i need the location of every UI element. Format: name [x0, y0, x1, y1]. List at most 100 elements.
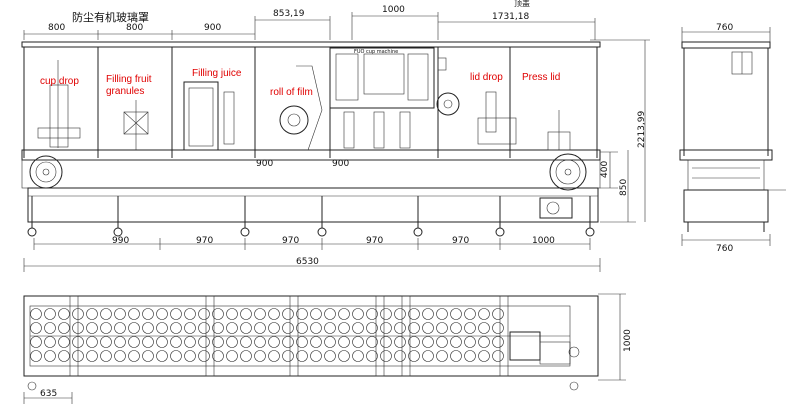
cup-pocket	[380, 322, 392, 334]
cup-pocket	[100, 336, 112, 348]
cup-pocket	[478, 350, 490, 362]
cup-pocket	[366, 336, 378, 348]
cup-grid	[30, 308, 504, 362]
cup-pocket	[156, 350, 168, 362]
cup-pocket	[464, 350, 476, 362]
dim-990: 990	[112, 236, 129, 246]
station-label-fruit: Filling fruit granules	[106, 74, 154, 97]
cup-pocket	[352, 308, 364, 320]
cup-pocket	[226, 350, 238, 362]
cup-pocket	[464, 336, 476, 348]
cup-pocket	[268, 350, 280, 362]
cup-pocket	[184, 322, 196, 334]
cup-pocket	[128, 350, 140, 362]
cup-pocket	[86, 350, 98, 362]
dim-400: 400	[600, 161, 610, 178]
cup-pocket	[212, 322, 224, 334]
cup-pocket	[30, 322, 42, 334]
cup-pocket	[58, 322, 70, 334]
dim-635: 635	[40, 389, 57, 399]
cup-pocket	[170, 350, 182, 362]
cup-pocket	[296, 322, 308, 334]
cup-pocket	[436, 350, 448, 362]
dim-1731: 1731,18	[492, 12, 529, 22]
cup-pocket	[184, 350, 196, 362]
cup-pocket	[366, 350, 378, 362]
dim-970-d: 970	[452, 236, 469, 246]
cup-pocket	[198, 350, 210, 362]
cup-pocket	[422, 322, 434, 334]
cup-pocket	[240, 336, 252, 348]
cup-pocket	[478, 308, 490, 320]
cup-pocket	[436, 322, 448, 334]
cup-pocket	[422, 308, 434, 320]
cup-pocket	[240, 308, 252, 320]
cup-pocket	[492, 322, 504, 334]
cup-pocket	[226, 336, 238, 348]
dim-1000-plan: 1000	[623, 329, 633, 352]
cup-pocket	[310, 350, 322, 362]
station-label-press-lid: Press lid	[522, 72, 560, 83]
cup-pocket	[436, 336, 448, 348]
cup-pocket	[492, 308, 504, 320]
cup-pocket	[44, 322, 56, 334]
dim-900-mid-left: 900	[256, 159, 273, 169]
cup-pocket	[464, 322, 476, 334]
cup-pocket	[142, 308, 154, 320]
cup-pocket	[156, 308, 168, 320]
cup-pocket	[380, 336, 392, 348]
cup-pocket	[142, 336, 154, 348]
cup-pocket	[86, 308, 98, 320]
cup-pocket	[58, 336, 70, 348]
plan-view	[23, 293, 626, 404]
cup-pocket	[324, 308, 336, 320]
dim-6530: 6530	[296, 257, 319, 267]
dim-853: 853,19	[273, 9, 305, 19]
cup-pocket	[58, 308, 70, 320]
top-dimension-lines	[23, 12, 596, 40]
cup-pocket	[380, 350, 392, 362]
cup-pocket	[142, 350, 154, 362]
cup-pocket	[338, 350, 350, 362]
cup-pocket	[268, 308, 280, 320]
cup-pocket	[240, 322, 252, 334]
cup-pocket	[338, 336, 350, 348]
cup-pocket	[310, 308, 322, 320]
cup-pocket	[352, 336, 364, 348]
cup-pocket	[310, 336, 322, 348]
cup-pocket	[86, 322, 98, 334]
cup-pocket	[268, 322, 280, 334]
cup-pocket	[100, 308, 112, 320]
cup-pocket	[254, 350, 266, 362]
cup-pocket	[44, 308, 56, 320]
cup-pocket	[310, 322, 322, 334]
cup-pocket	[408, 308, 420, 320]
cup-pocket	[394, 322, 406, 334]
cup-pocket	[212, 336, 224, 348]
cup-pocket	[282, 336, 294, 348]
cup-pocket	[324, 322, 336, 334]
cup-pocket	[422, 336, 434, 348]
cup-pocket	[464, 308, 476, 320]
cup-pocket	[100, 322, 112, 334]
dim-900-mid-right: 900	[332, 159, 349, 169]
cup-pocket	[198, 308, 210, 320]
cup-pocket	[100, 350, 112, 362]
cup-pocket	[450, 336, 462, 348]
cup-pocket	[114, 322, 126, 334]
cup-pocket	[394, 350, 406, 362]
top-cover-label: 顶盖	[514, 0, 530, 8]
cup-pocket	[30, 336, 42, 348]
cup-pocket	[394, 336, 406, 348]
cup-pocket	[422, 350, 434, 362]
cup-pocket	[254, 336, 266, 348]
cup-pocket	[142, 322, 154, 334]
cup-pocket	[44, 350, 56, 362]
right-height-dims	[590, 39, 650, 223]
side-view	[679, 27, 786, 246]
cup-pocket	[296, 336, 308, 348]
cup-pocket	[268, 336, 280, 348]
cup-pocket	[240, 350, 252, 362]
cup-pocket	[408, 350, 420, 362]
